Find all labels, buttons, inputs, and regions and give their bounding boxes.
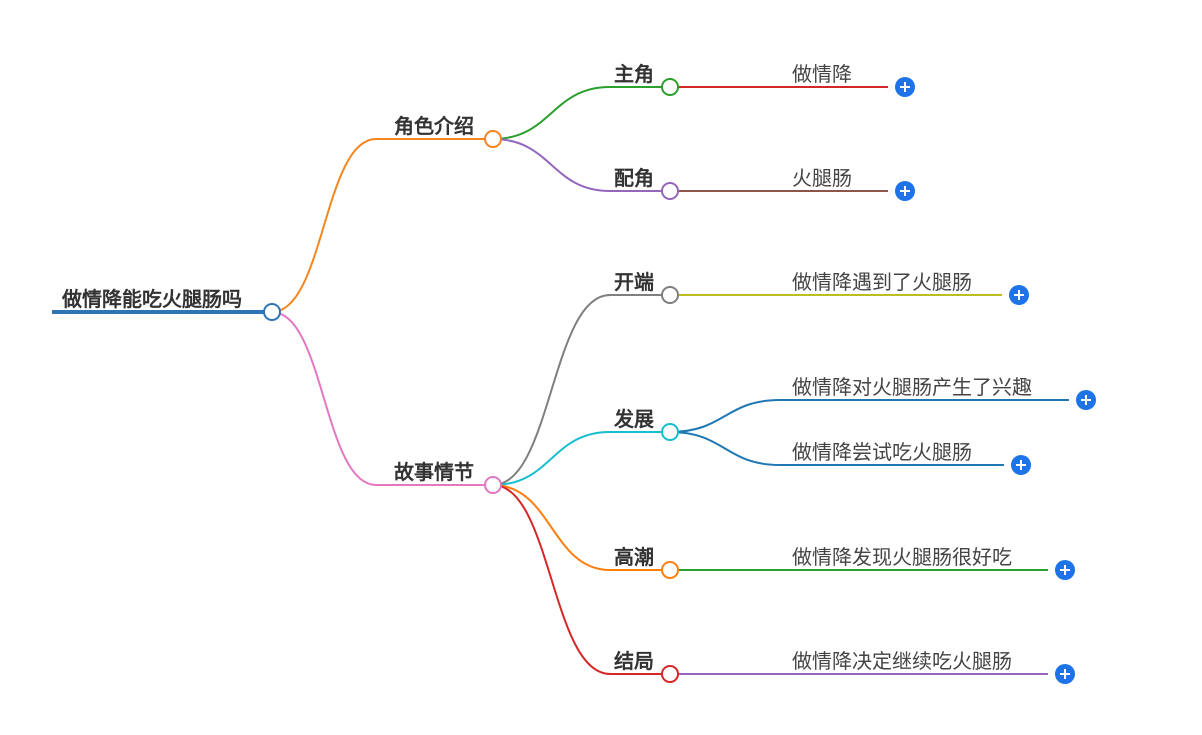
subtopic-edge: [492, 431, 670, 486]
leaf-edge: [669, 399, 1069, 433]
subtopic-label: 开端: [614, 270, 654, 294]
subtopic-label: 结局: [614, 649, 654, 673]
subtopic-label: 主角: [614, 62, 654, 86]
expand-plus-icon[interactable]: [1076, 390, 1096, 410]
mindmap-edges: [52, 85, 1069, 676]
subtopic-collapse-toggle[interactable]: [661, 561, 679, 579]
subtopic-collapse-toggle[interactable]: [661, 286, 679, 304]
expand-plus-icon[interactable]: [1011, 455, 1031, 475]
subtopic-label: 配角: [614, 166, 654, 190]
branch-edge: [271, 138, 493, 313]
subtopic-edge: [492, 484, 670, 675]
leaf-label: 做情降尝试吃火腿肠: [792, 440, 972, 464]
root-collapse-toggle[interactable]: [263, 303, 281, 321]
subtopic-label: 发展: [613, 407, 654, 431]
expand-plus-icon[interactable]: [1009, 285, 1029, 305]
leaf-label: 做情降遇到了火腿肠: [792, 270, 972, 294]
branch-edge: [271, 311, 493, 486]
root-topic-label: 做情降能吃火腿肠吗: [61, 287, 242, 311]
subtopic-collapse-toggle[interactable]: [661, 182, 679, 200]
leaf-label: 做情降: [792, 62, 852, 86]
subtopic-collapse-toggle[interactable]: [661, 665, 679, 683]
subtopic-label: 高潮: [614, 545, 654, 569]
branch-label: 角色介绍: [394, 114, 474, 138]
branch-label: 故事情节: [394, 460, 474, 484]
subtopic-edge: [492, 86, 670, 140]
expand-plus-icon[interactable]: [895, 77, 915, 97]
leaf-label: 做情降决定继续吃火腿肠: [792, 649, 1012, 673]
leaf-edge: [669, 431, 1004, 466]
subtopic-collapse-toggle[interactable]: [661, 78, 679, 96]
subtopic-edge: [492, 294, 670, 486]
subtopic-edge: [492, 138, 670, 192]
expand-plus-icon[interactable]: [1055, 560, 1075, 580]
subtopic-collapse-toggle[interactable]: [661, 423, 679, 441]
branch-collapse-toggle[interactable]: [484, 130, 502, 148]
branch-collapse-toggle[interactable]: [484, 476, 502, 494]
leaf-label: 做情降发现火腿肠很好吃: [792, 545, 1012, 569]
leaf-label: 火腿肠: [792, 166, 852, 190]
leaf-label: 做情降对火腿肠产生了兴趣: [792, 375, 1032, 399]
expand-plus-icon[interactable]: [895, 181, 915, 201]
expand-plus-icon[interactable]: [1055, 664, 1075, 684]
subtopic-edge: [492, 484, 670, 571]
